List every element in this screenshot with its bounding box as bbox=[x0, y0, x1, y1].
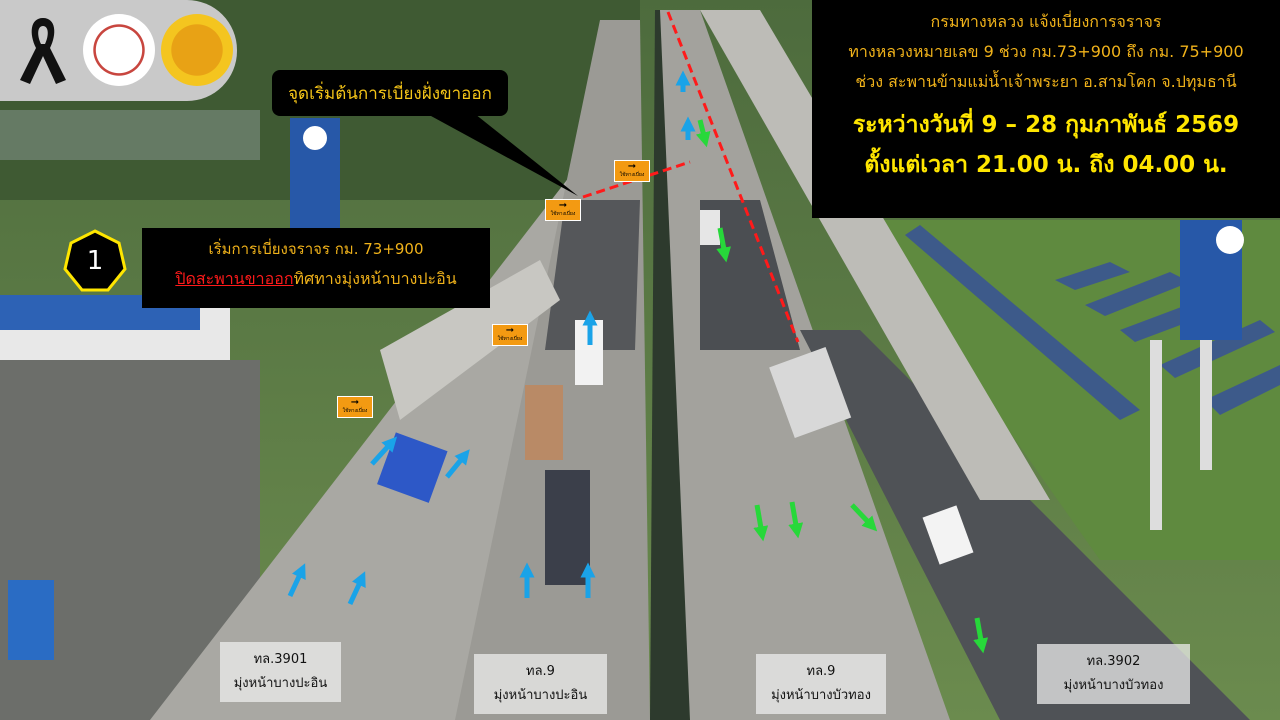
arrow-right-icon: ➞ bbox=[505, 325, 515, 336]
callout-text: จุดเริ่มต้นการเบี่ยงฝั่งขาออก bbox=[288, 83, 492, 104]
callout-pointer bbox=[420, 110, 578, 196]
truck bbox=[525, 385, 563, 460]
notice-dates: ระหว่างวันที่ 9 – 28 กุมภาพันธ์ 2569 bbox=[852, 112, 1240, 138]
detour-sign: ➞ใช้ทางเบี่ยง bbox=[492, 324, 528, 346]
truck bbox=[545, 470, 590, 585]
notice-line-3: ช่วง สะพานข้ามแม่น้ำเจ้าพระยา อ.สามโคก จ… bbox=[855, 72, 1237, 91]
detour-sign: ➞ใช้ทางเบี่ยง bbox=[614, 160, 650, 182]
logo-panel bbox=[0, 0, 237, 101]
mourning-ribbon-icon bbox=[20, 18, 66, 84]
van bbox=[922, 505, 974, 565]
truck bbox=[769, 346, 852, 438]
arrow-right-icon: ➞ bbox=[350, 397, 360, 408]
step-badge-heptagon bbox=[63, 229, 127, 292]
notice-times: ตั้งแต่เวลา 21.00 น. ถึง 04.00 น. bbox=[864, 152, 1228, 178]
step-title: เริ่มการเบี่ยงจราจร กม. 73+900 bbox=[208, 240, 424, 258]
detour-sign: ➞ใช้ทางเบี่ยง bbox=[545, 199, 581, 221]
notice-line-1: กรมทางหลวง แจ้งเบี่ยงการจราจร bbox=[930, 12, 1162, 31]
ptt-sign bbox=[8, 580, 54, 660]
step-closure: ปิดสะพานขาออก bbox=[175, 269, 294, 288]
notice-panel: กรมทางหลวง แจ้งเบี่ยงการจราจร ทางหลวงหมา… bbox=[812, 0, 1280, 218]
step-number: 1 bbox=[86, 246, 104, 276]
arrow-right-icon: ➞ bbox=[558, 200, 568, 211]
detour-start-callout: จุดเริ่มต้นการเบี่ยงฝั่งขาออก bbox=[272, 70, 508, 116]
step-info-box: เริ่มการเบี่ยงจราจร กม. 73+900 ปิดสะพานข… bbox=[142, 228, 490, 308]
inbound-arrows bbox=[287, 70, 696, 606]
arrow-right-icon: ➞ bbox=[627, 161, 637, 172]
notice-line-2: ทางหลวงหมายเลข 9 ช่วง กม.73+900 ถึง กม. … bbox=[848, 42, 1244, 61]
department-of-highways-logo bbox=[161, 14, 233, 86]
closure-line bbox=[666, 11, 800, 343]
detour-sign: ➞ใช้ทางเบี่ยง bbox=[337, 396, 373, 418]
outbound-arrows bbox=[695, 119, 989, 654]
ministry-seal-logo bbox=[83, 14, 155, 86]
step-direction: ทิศทางมุ่งหน้าบางปะอิน bbox=[293, 269, 457, 288]
truck bbox=[700, 210, 720, 245]
